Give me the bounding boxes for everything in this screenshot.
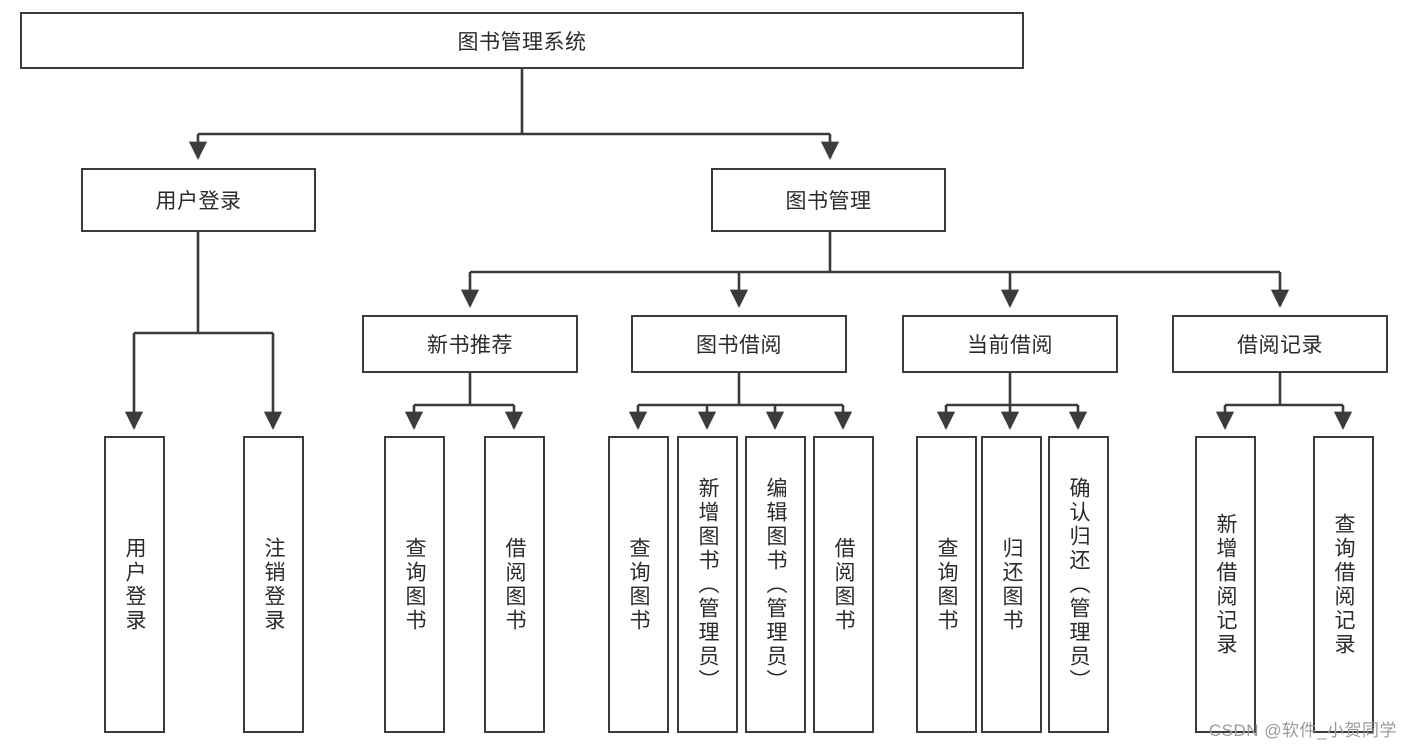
node-current-borrow[interactable]: 当前借阅: [902, 315, 1118, 373]
node-label: 图书管理: [785, 190, 872, 213]
node-label: 编辑图书（管理员）: [764, 476, 787, 693]
leaf-user-login-logout[interactable]: 注销登录: [243, 436, 304, 733]
node-new-book-recommend[interactable]: 新书推荐: [362, 315, 578, 373]
leaf-borrow-edit-book-admin[interactable]: 编辑图书（管理员）: [745, 436, 806, 733]
node-label: 借阅记录: [1237, 334, 1323, 357]
leaf-current-return-book[interactable]: 归还图书: [981, 436, 1042, 733]
node-label: 用户登录: [155, 190, 242, 213]
node-label: 借阅图书: [832, 536, 855, 633]
node-label: 新增借阅记录: [1214, 512, 1237, 657]
node-label: 图书借阅: [696, 334, 782, 357]
leaf-records-query-record[interactable]: 查询借阅记录: [1313, 436, 1374, 733]
node-borrow-records[interactable]: 借阅记录: [1172, 315, 1388, 373]
leaf-user-login-login[interactable]: 用户登录: [104, 436, 165, 733]
node-label: 注销登录: [262, 536, 285, 633]
leaf-borrow-add-book-admin[interactable]: 新增图书（管理员）: [677, 436, 738, 733]
node-label: 图书管理系统: [457, 30, 587, 54]
node-label: 查询图书: [627, 536, 650, 633]
node-label: 查询图书: [403, 536, 426, 633]
node-user-login[interactable]: 用户登录: [81, 168, 316, 232]
node-book-borrow[interactable]: 图书借阅: [631, 315, 847, 373]
node-label: 新书推荐: [427, 334, 513, 357]
node-root-system[interactable]: 图书管理系统: [20, 12, 1024, 69]
node-label: 归还图书: [1000, 536, 1023, 633]
node-label: 借阅图书: [503, 536, 526, 633]
node-label: 查询图书: [935, 536, 958, 633]
leaf-records-add-record[interactable]: 新增借阅记录: [1195, 436, 1256, 733]
node-book-management[interactable]: 图书管理: [711, 168, 946, 232]
leaf-current-confirm-return-admin[interactable]: 确认归还（管理员）: [1048, 436, 1109, 733]
node-label: 用户登录: [123, 536, 146, 633]
node-label: 确认归还（管理员）: [1067, 476, 1090, 693]
leaf-recommend-borrow-book[interactable]: 借阅图书: [484, 436, 545, 733]
node-label: 查询借阅记录: [1332, 512, 1355, 657]
leaf-current-query-book[interactable]: 查询图书: [916, 436, 977, 733]
node-label: 当前借阅: [967, 334, 1053, 357]
node-label: 新增图书（管理员）: [696, 476, 719, 693]
leaf-borrow-borrow-book[interactable]: 借阅图书: [813, 436, 874, 733]
leaf-borrow-query-book[interactable]: 查询图书: [608, 436, 669, 733]
leaf-recommend-query-book[interactable]: 查询图书: [384, 436, 445, 733]
